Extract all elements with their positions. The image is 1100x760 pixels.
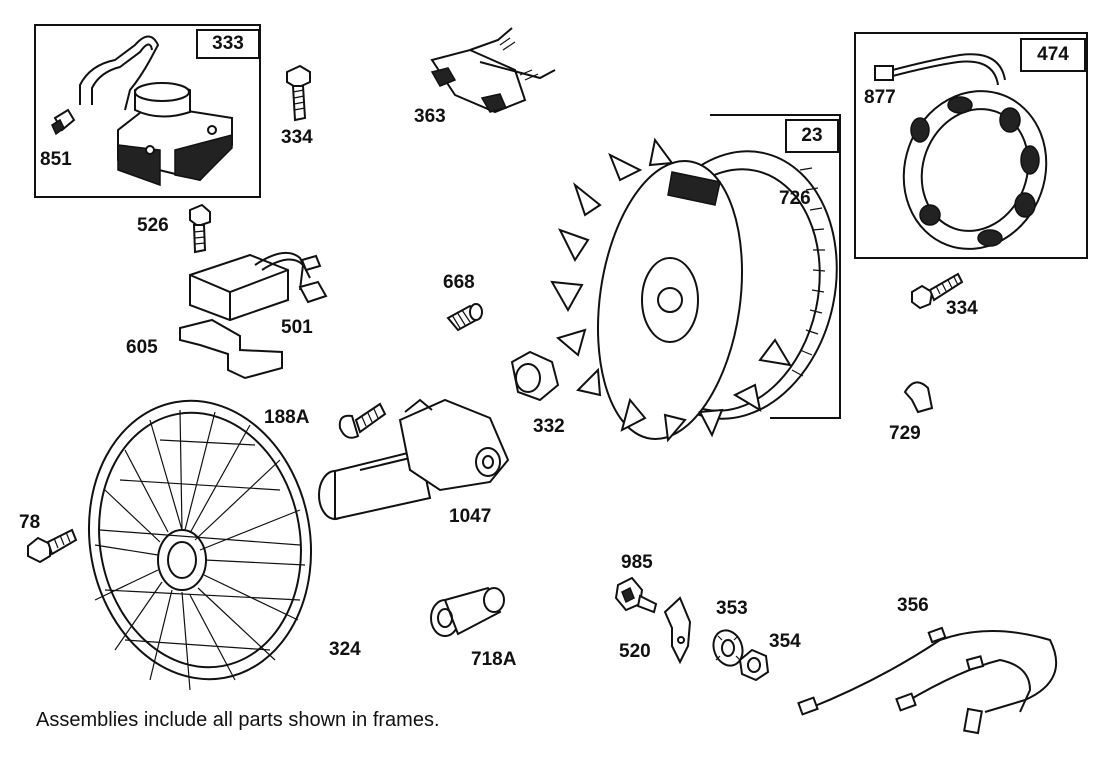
- part-label-985: 985: [621, 552, 653, 573]
- part-label-668: 668: [443, 272, 475, 293]
- shaft-1047-drawing: [318, 398, 510, 521]
- spacer-718A-drawing: [430, 586, 505, 637]
- pin-668-drawing: [446, 303, 483, 332]
- frame-23: [710, 114, 841, 419]
- part-label-718A: 718A: [471, 649, 517, 670]
- clip-729-drawing: [903, 381, 934, 414]
- frame-333: [34, 24, 261, 198]
- blower-housing-324-drawing: [87, 399, 313, 691]
- part-label-334-top: 334: [281, 127, 313, 148]
- part-label-605: 605: [126, 337, 158, 358]
- part-label-1047: 1047: [449, 506, 492, 527]
- part-label-332: 332: [533, 416, 565, 437]
- part-label-526: 526: [137, 215, 169, 236]
- part-label-501: 501: [281, 317, 313, 338]
- harness-356-drawing: [797, 626, 1058, 735]
- part-label-334-right: 334: [946, 298, 978, 319]
- regulator-501-drawing: [189, 251, 328, 322]
- bolt-526-drawing: [189, 203, 211, 254]
- ignition-armature-drawing: [51, 35, 233, 187]
- stud-bracket-363-drawing: [430, 27, 556, 114]
- bolt-78-drawing: [27, 528, 78, 564]
- washer-353-drawing: [712, 629, 744, 667]
- bolt-334-top-drawing: [286, 64, 311, 122]
- diode-985-drawing: [614, 576, 658, 614]
- footnote: Assemblies include all parts shown in fr…: [36, 709, 440, 731]
- stator-drawing: [874, 53, 1048, 250]
- part-label-324: 324: [329, 639, 361, 660]
- part-label-353: 353: [716, 598, 748, 619]
- part-label-877: 877: [864, 87, 896, 108]
- nut-354-drawing: [738, 648, 770, 682]
- screw-188A-drawing: [338, 402, 387, 439]
- part-label-188A: 188A: [264, 407, 310, 428]
- bolt-334-right-drawing: [911, 272, 964, 310]
- part-label-356: 356: [897, 595, 929, 616]
- part-label-520: 520: [619, 641, 651, 662]
- part-label-78: 78: [19, 512, 41, 533]
- flywheel-drawing: [550, 137, 838, 443]
- nut-332-drawing: [510, 350, 560, 402]
- part-label-354: 354: [769, 631, 801, 652]
- bracket-520-drawing: [663, 596, 692, 665]
- frame-label-333: 333: [196, 29, 260, 59]
- frame-label-23: 23: [785, 119, 839, 153]
- part-label-726: 726: [779, 188, 811, 209]
- frame-474: [854, 32, 1088, 259]
- frame-label-474: 474: [1020, 38, 1086, 72]
- bracket-605-drawing: [179, 318, 283, 380]
- part-label-851: 851: [40, 149, 72, 170]
- part-label-729: 729: [889, 423, 921, 444]
- part-label-363: 363: [414, 106, 446, 127]
